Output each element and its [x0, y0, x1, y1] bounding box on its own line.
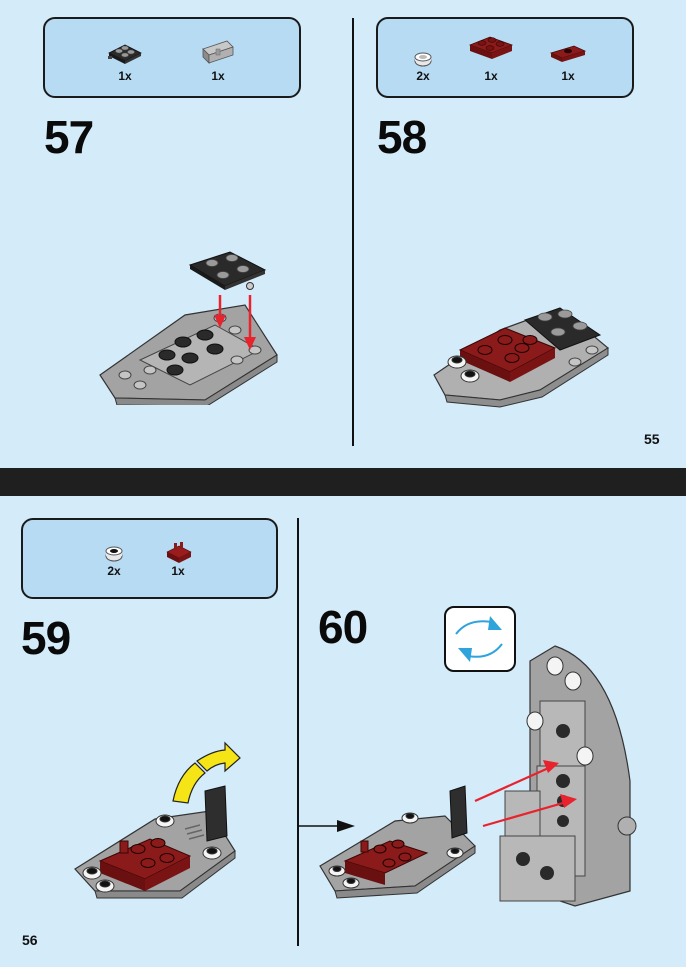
rotate-model-icon: [444, 606, 516, 672]
parts-callout-step-59: 2x 1x: [21, 518, 278, 599]
step-60-assembly-illustration: [319, 645, 637, 907]
red-placement-arrow: [214, 295, 256, 350]
step-number-60: 60: [318, 601, 368, 653]
part-quantity: 1x: [171, 564, 185, 578]
step-59-assembly-illustration: [74, 741, 241, 899]
black-insert-arrow: [297, 820, 355, 832]
step-57-assembly-illustration: [99, 251, 278, 405]
step-number-59: 59: [21, 612, 71, 664]
part-quantity: 1x: [484, 69, 498, 83]
part-quantity: 2x: [107, 564, 121, 578]
part-dark-red-tile-with-clip: 1x: [163, 540, 193, 588]
part-white-round-plate: 2x: [408, 49, 438, 89]
step-number-58: 58: [377, 111, 427, 163]
dark-red-plate-icon: [468, 36, 514, 59]
black-plate-icon: [108, 44, 142, 64]
page-number-56: 56: [22, 932, 38, 948]
step-number-57: 57: [44, 111, 94, 163]
red-placement-arrow: [474, 760, 577, 828]
step-58-assembly-illustration: [433, 307, 610, 408]
parts-callout-step-58: 2x 1x 1x: [376, 17, 634, 98]
part-quantity: 1x: [561, 69, 575, 83]
part-quantity: 2x: [416, 69, 430, 83]
rotate-arrows-icon: [455, 616, 503, 662]
white-round-plate-icon: [105, 546, 123, 562]
part-dark-red-plate-2x2: 1x: [466, 33, 516, 89]
yellow-flip-arrow: [172, 741, 241, 804]
dark-red-jumper-icon: [549, 45, 587, 62]
part-quantity: 1x: [118, 69, 132, 83]
step-divider: [297, 518, 299, 946]
instruction-page-56: 2x 1x 59: [0, 496, 686, 967]
parts-callout-step-57: 1x 1x: [43, 17, 301, 98]
step-divider: [352, 18, 354, 446]
page-number-55: 55: [644, 431, 660, 447]
instruction-page-55: 1x 1x 57: [0, 0, 686, 468]
part-gray-bracket: 1x: [197, 37, 239, 89]
part-black-plate-2x2: 1x: [105, 39, 145, 89]
part-dark-red-jumper-plate: 1x: [548, 43, 588, 89]
page-separator-band: [0, 468, 686, 496]
gray-bracket-icon: [202, 40, 234, 64]
white-round-plate-icon: [414, 52, 432, 67]
part-white-round-plate: 2x: [99, 542, 129, 588]
part-quantity: 1x: [211, 69, 225, 83]
dark-red-clip-tile-icon: [166, 542, 192, 563]
